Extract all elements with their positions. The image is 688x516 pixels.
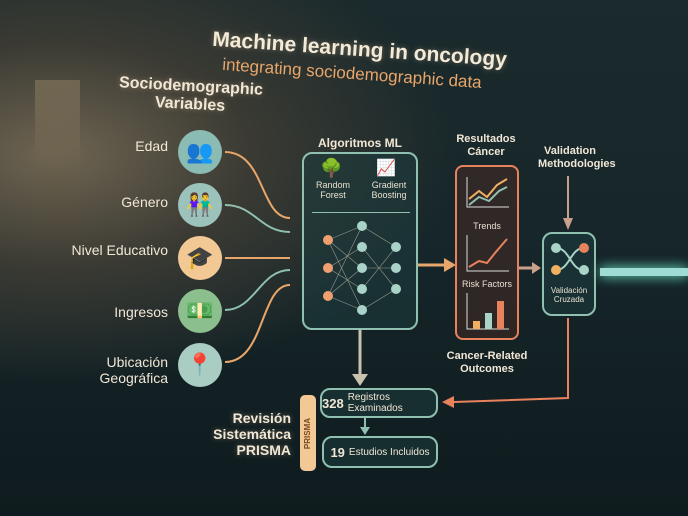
variable-label: Género — [121, 194, 168, 210]
cross-validation-panel: Validación Cruzada — [542, 232, 596, 316]
down-arrow-to-prisma — [352, 330, 368, 386]
gradient-boosting-label: Gradient Boosting — [371, 180, 407, 200]
arrow-to-results — [418, 258, 456, 272]
variable-label: Nivel Educativo — [71, 242, 169, 258]
validation-heading: Validation Methodologies — [538, 145, 616, 170]
results-panel: Trends Risk Factors — [455, 165, 519, 340]
trends-chart-icon — [466, 177, 509, 208]
down-arrow-prisma — [360, 418, 370, 435]
studies-box: 19 Estudios Incluidos — [322, 436, 438, 468]
records-box: 328 Registros Examinados — [320, 388, 438, 418]
prisma-tag-label: PRISMA — [303, 417, 313, 449]
risk-factors-chart-icon — [466, 235, 509, 272]
studies-label: Estudios Incluidos — [348, 446, 430, 458]
arrow-to-validation — [519, 262, 541, 274]
people-age-icon: 👥 — [178, 130, 222, 174]
input-arrows — [224, 151, 291, 363]
window-light — [35, 80, 80, 240]
variable-label: Ingresos — [114, 304, 168, 320]
random-forest-label: Random Forest — [315, 180, 351, 200]
cross-validation-icon — [551, 243, 589, 275]
variable-label: Edad — [135, 138, 168, 154]
prisma-heading: Revisión Sistemática PRISMA — [213, 410, 291, 458]
results-footer: Cancer-Related Outcomes — [446, 350, 528, 375]
risk-factors-label: Risk Factors — [461, 279, 512, 289]
bar-growth-chart-icon — [466, 293, 509, 330]
studies-count: 19 — [330, 444, 345, 460]
down-arrow-to-validation — [563, 176, 573, 230]
people-gender-icon: 👫 — [178, 183, 222, 227]
prisma-tag: PRISMA — [300, 395, 316, 471]
location-pin-icon: 📍 — [178, 343, 222, 387]
cross-validation-label: Validación Cruzada — [550, 286, 588, 304]
validation-feedback-arrow — [442, 318, 569, 408]
trends-label: Trends — [473, 221, 501, 231]
variables-heading: Sociodemographic Variables — [118, 74, 264, 115]
algorithms-heading: Algoritmos ML — [318, 136, 402, 150]
records-count: 328 — [322, 395, 344, 411]
ml-algorithms-panel: 🌳 Random Forest 📈 Gradient Boosting — [302, 152, 418, 330]
results-heading: Resultados Cáncer — [456, 133, 516, 158]
graduate-icon: 🎓 — [178, 236, 222, 280]
neural-network-icon — [323, 221, 401, 315]
divider — [312, 212, 410, 213]
money-person-icon: 💵 — [178, 289, 222, 333]
bar-chart-growth-icon: 📈 — [376, 160, 396, 177]
tree-icon: 🌳 — [320, 158, 343, 178]
variable-label: Ubicación Geográfica — [99, 354, 168, 386]
lab-light — [600, 268, 688, 276]
records-label: Registros Examinados — [347, 392, 403, 414]
